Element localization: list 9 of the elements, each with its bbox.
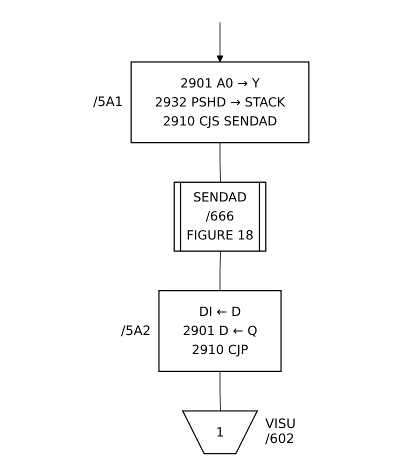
- connector: [220, 142, 221, 184]
- step-label: /5A1: [93, 94, 123, 110]
- step-label: VISU /602: [265, 417, 297, 448]
- node-box: 2901 A0 → Y 2932 PSHD → STACK 2910 CJS SENDAD: [130, 61, 310, 144]
- connector: [220, 251, 221, 292]
- step-label: /5A2: [120, 324, 151, 339]
- connector: [220, 370, 221, 412]
- arrow: [216, 22, 224, 62]
- node-box: DI ← D 2901 D ← Q 2910 CJP: [158, 290, 282, 372]
